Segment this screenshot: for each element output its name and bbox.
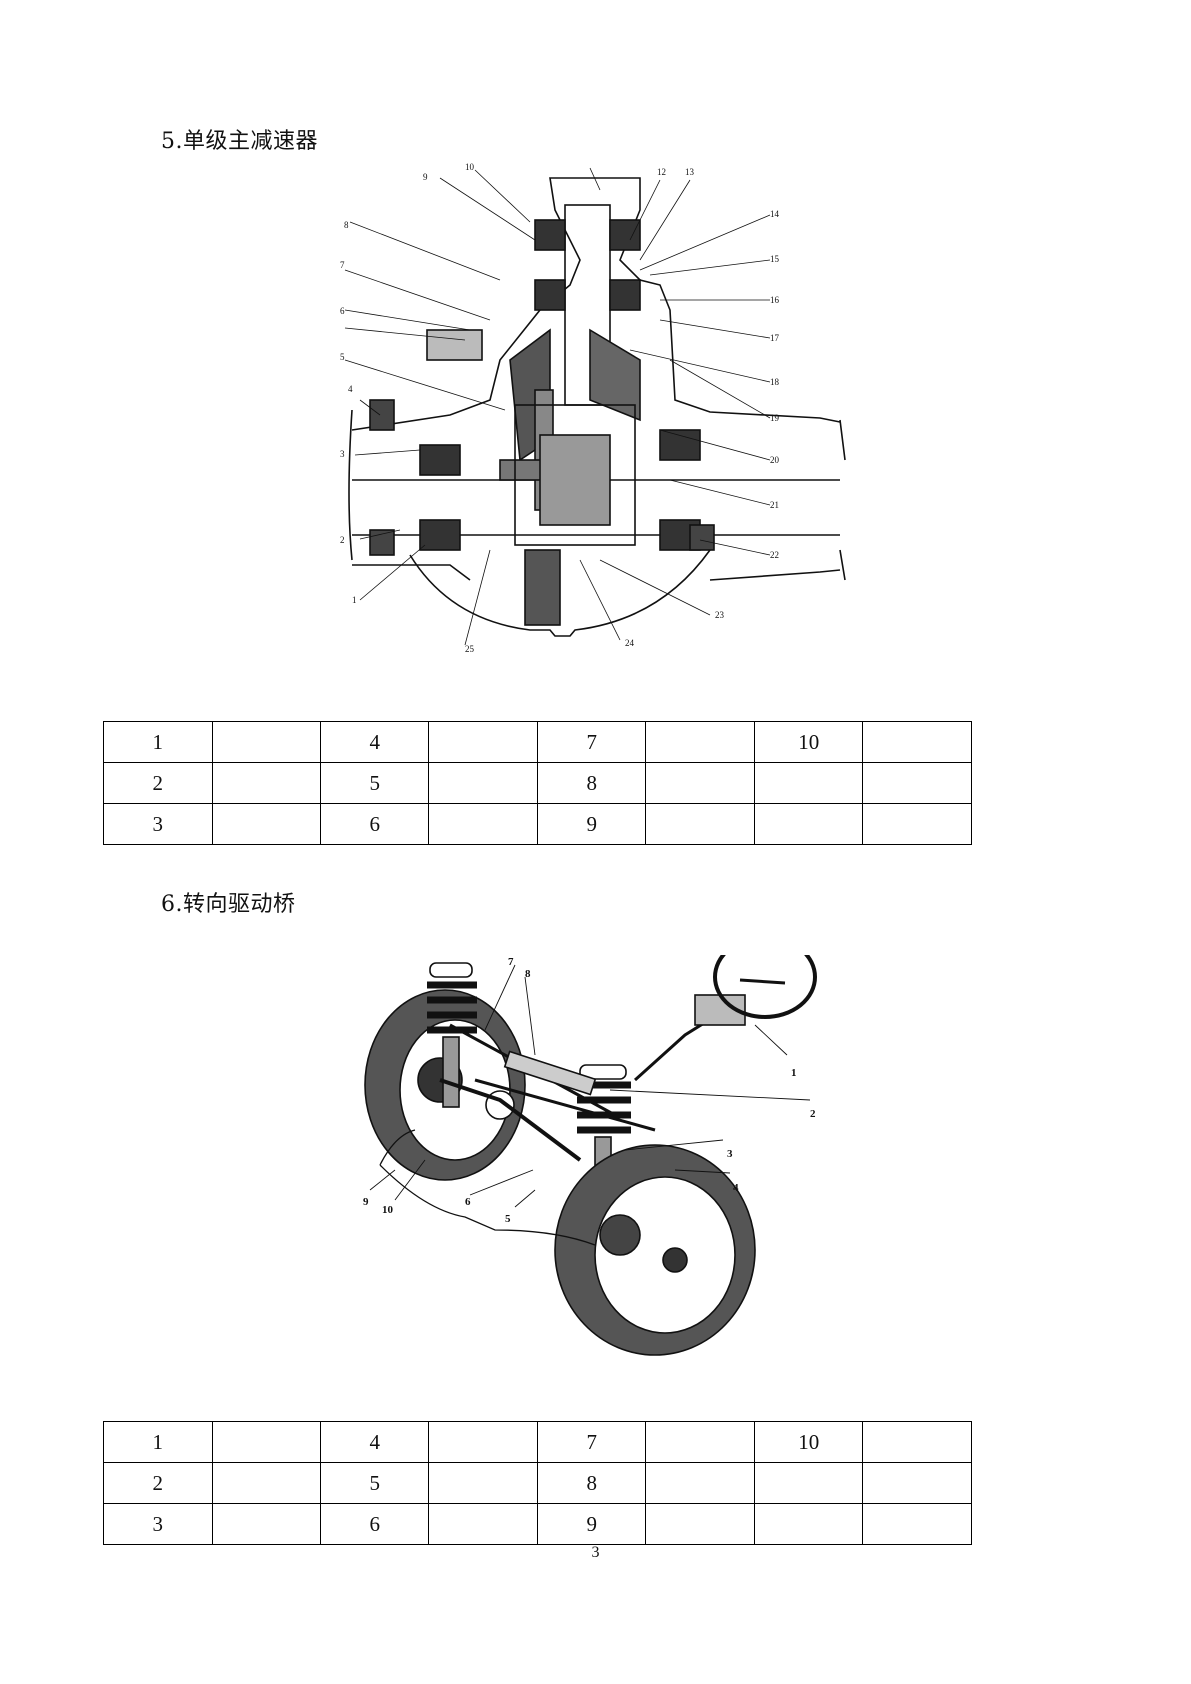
callout-10: 10 <box>382 1204 394 1216</box>
answer-cell[interactable] <box>862 762 972 804</box>
answer-cell[interactable] <box>862 1462 972 1504</box>
table-cell <box>753 1462 864 1504</box>
steering-drive-axle-figure: 1 2 3 4 5 6 7 8 9 10 <box>355 955 875 1395</box>
answer-cell[interactable] <box>211 803 321 845</box>
table-cell: 5 <box>319 762 430 804</box>
table-cell: 6 <box>319 1503 430 1545</box>
final-drive-drawing: 4 3 2 1 5 6 7 8 9 10 11 12 13 14 15 16 1… <box>340 162 846 654</box>
callout-22: 22 <box>770 550 779 560</box>
section-5-answer-table: 1 4 7 10 2 5 8 3 6 9 <box>103 721 972 845</box>
table-cell <box>753 1503 864 1545</box>
callout-5: 5 <box>505 1213 511 1225</box>
table-row: 2 5 8 <box>103 1462 972 1504</box>
callout-15: 15 <box>770 254 780 264</box>
callout-10: 10 <box>465 162 475 172</box>
answer-cell[interactable] <box>645 1503 755 1545</box>
table-cell: 4 <box>319 721 430 763</box>
callout-8: 8 <box>344 220 349 230</box>
section-6-answer-table: 1 4 7 10 2 5 8 3 6 9 <box>103 1421 972 1545</box>
answer-cell[interactable] <box>211 1421 321 1463</box>
answer-cell[interactable] <box>428 1503 538 1545</box>
callout-6: 6 <box>465 1196 471 1208</box>
callout-19: 19 <box>770 413 780 423</box>
answer-cell[interactable] <box>645 1421 755 1463</box>
callout-23: 23 <box>715 610 725 620</box>
table-cell: 9 <box>536 803 647 845</box>
callout-7: 7 <box>508 956 514 968</box>
answer-cell[interactable] <box>428 1421 538 1463</box>
callout-7: 7 <box>340 260 345 270</box>
table-cell: 7 <box>536 1421 647 1463</box>
table-cell <box>753 762 864 804</box>
callout-12: 12 <box>657 167 666 177</box>
table-cell: 2 <box>103 762 213 804</box>
table-row: 1 4 7 10 <box>103 721 972 763</box>
callout-2: 2 <box>340 535 345 545</box>
final-drive-cross-section-figure: 4 3 2 1 5 6 7 8 9 10 11 12 13 14 15 16 1… <box>340 160 850 700</box>
answer-cell[interactable] <box>862 1503 972 1545</box>
steering-axle-drawing: 1 2 3 4 5 6 7 8 9 10 <box>363 955 817 1356</box>
table-cell: 8 <box>536 1462 647 1504</box>
callout-9: 9 <box>423 172 428 182</box>
table-cell: 5 <box>319 1462 430 1504</box>
page-number: 3 <box>591 1544 600 1561</box>
callout-18: 18 <box>770 377 780 387</box>
table-cell: 4 <box>319 1421 430 1463</box>
table-cell: 2 <box>103 1462 213 1504</box>
answer-cell[interactable] <box>211 721 321 763</box>
answer-cell[interactable] <box>428 803 538 845</box>
callout-6: 6 <box>340 306 345 316</box>
table-cell: 10 <box>753 1421 864 1463</box>
table-cell: 9 <box>536 1503 647 1545</box>
callout-9: 9 <box>363 1196 369 1208</box>
callout-17: 17 <box>770 333 780 343</box>
answer-cell[interactable] <box>211 1503 321 1545</box>
table-cell: 6 <box>319 803 430 845</box>
answer-cell[interactable] <box>211 762 321 804</box>
table-row: 3 6 9 <box>103 1503 972 1545</box>
answer-cell[interactable] <box>428 1462 538 1504</box>
callout-2: 2 <box>810 1108 816 1120</box>
table-cell: 8 <box>536 762 647 804</box>
table-row: 3 6 9 <box>103 803 972 845</box>
callout-3: 3 <box>727 1148 733 1160</box>
callout-5: 5 <box>340 352 345 362</box>
table-cell <box>753 803 864 845</box>
callout-1: 1 <box>791 1067 797 1079</box>
section-5-heading: 5.单级主减速器 <box>161 129 318 154</box>
callout-8: 8 <box>525 968 531 980</box>
answer-cell[interactable] <box>428 762 538 804</box>
section-6-heading: 6.转向驱动桥 <box>161 892 296 917</box>
answer-cell[interactable] <box>862 721 972 763</box>
callout-21: 21 <box>770 500 779 510</box>
answer-cell[interactable] <box>645 721 755 763</box>
table-cell: 1 <box>103 721 213 763</box>
table-cell: 3 <box>103 1503 213 1545</box>
answer-cell[interactable] <box>428 721 538 763</box>
callout-16: 16 <box>770 295 780 305</box>
table-cell: 10 <box>753 721 864 763</box>
callout-13: 13 <box>685 167 695 177</box>
callout-4: 4 <box>733 1182 739 1194</box>
callout-4: 4 <box>348 384 353 394</box>
table-row: 2 5 8 <box>103 762 972 804</box>
callout-3: 3 <box>340 449 345 459</box>
answer-cell[interactable] <box>862 803 972 845</box>
table-cell: 7 <box>536 721 647 763</box>
answer-cell[interactable] <box>645 803 755 845</box>
callout-14: 14 <box>770 209 780 219</box>
answer-cell[interactable] <box>211 1462 321 1504</box>
table-cell: 3 <box>103 803 213 845</box>
callout-24: 24 <box>625 638 635 648</box>
table-row: 1 4 7 10 <box>103 1421 972 1463</box>
table-cell: 1 <box>103 1421 213 1463</box>
callout-20: 20 <box>770 455 780 465</box>
callout-25: 25 <box>465 644 475 654</box>
answer-cell[interactable] <box>645 1462 755 1504</box>
answer-cell[interactable] <box>645 762 755 804</box>
answer-cell[interactable] <box>862 1421 972 1463</box>
callout-1: 1 <box>352 595 357 605</box>
